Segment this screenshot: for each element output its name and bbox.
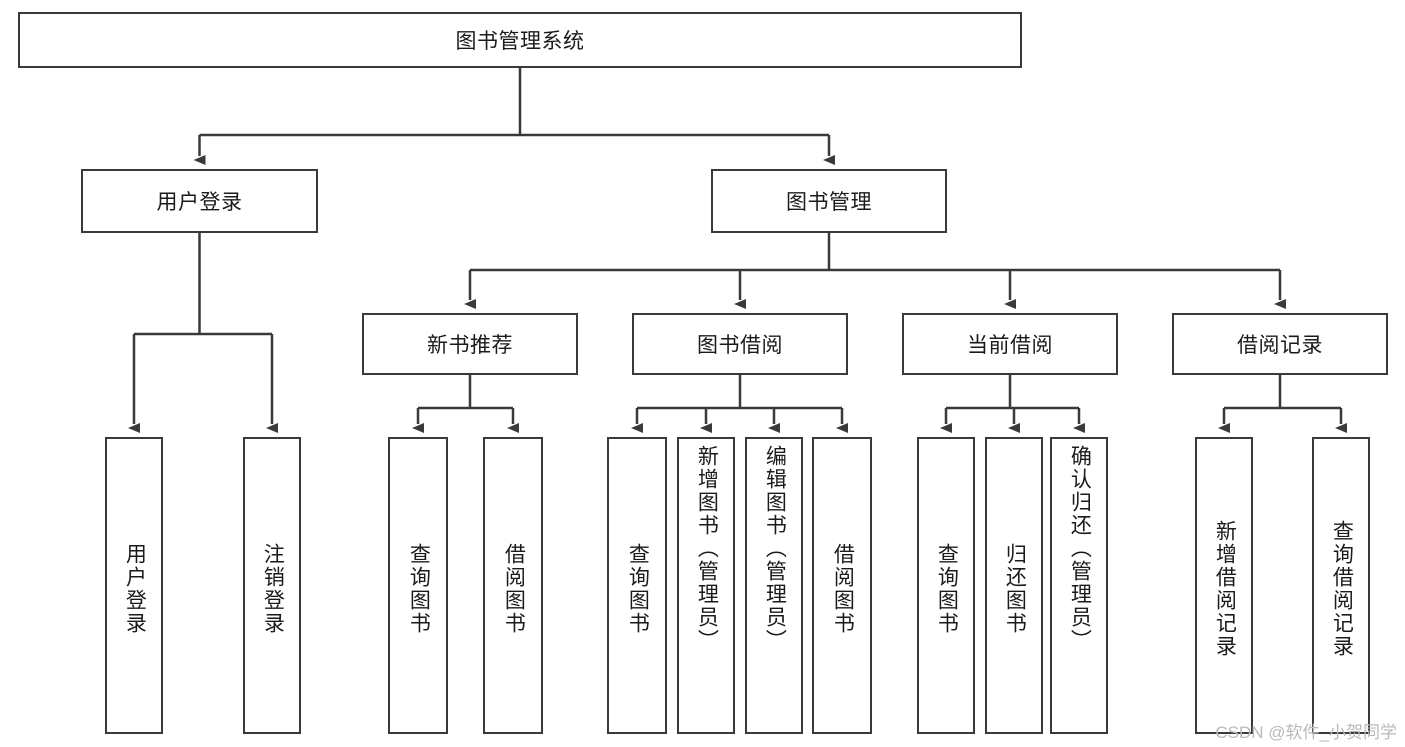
node-leaf[interactable]: 查询图书	[607, 437, 667, 734]
node-level2[interactable]: 用户登录	[81, 169, 318, 233]
node-leaf[interactable]: 新增借阅记录	[1195, 437, 1253, 734]
node-leaf[interactable]: 查询图书	[917, 437, 975, 734]
node-label-vertical: 用户登录	[123, 542, 147, 635]
node-label: 图书管理	[786, 191, 872, 214]
node-label-vertical: 查询图书	[407, 542, 431, 635]
node-label: 图书借阅	[697, 334, 783, 357]
node-label-vertical: 注销登录	[261, 542, 285, 635]
node-label-vertical: 新增借阅记录	[1213, 519, 1237, 658]
node-level3[interactable]: 图书借阅	[632, 313, 848, 375]
node-label-vertical: 新增图书（管理员）	[695, 445, 719, 652]
node-leaf[interactable]: 借阅图书	[812, 437, 872, 734]
node-level2[interactable]: 图书管理	[711, 169, 947, 233]
node-label-vertical: 查询图书	[935, 542, 959, 635]
node-leaf[interactable]: 新增图书（管理员）	[677, 437, 735, 734]
node-label-vertical: 借阅图书	[831, 542, 855, 635]
node-label: 新书推荐	[427, 334, 513, 357]
node-label-vertical: 编辑图书（管理员）	[763, 445, 787, 652]
node-root-图书管理系统[interactable]: 图书管理系统	[18, 12, 1022, 68]
node-level3[interactable]: 当前借阅	[902, 313, 1118, 375]
node-leaf[interactable]: 编辑图书（管理员）	[745, 437, 803, 734]
node-label-vertical: 查询借阅记录	[1330, 519, 1354, 658]
node-label: 借阅记录	[1237, 334, 1323, 357]
node-leaf[interactable]: 用户登录	[105, 437, 163, 734]
node-leaf[interactable]: 归还图书	[985, 437, 1043, 734]
node-label-vertical: 借阅图书	[502, 542, 526, 635]
node-label: 图书管理系统	[455, 30, 585, 53]
node-level3[interactable]: 借阅记录	[1172, 313, 1388, 375]
node-leaf[interactable]: 注销登录	[243, 437, 301, 734]
node-leaf[interactable]: 查询借阅记录	[1312, 437, 1370, 734]
node-label: 用户登录	[156, 191, 243, 214]
node-label-vertical: 查询图书	[626, 542, 650, 635]
node-level3[interactable]: 新书推荐	[362, 313, 578, 375]
node-leaf[interactable]: 查询图书	[388, 437, 448, 734]
node-label: 当前借阅	[967, 334, 1053, 357]
node-label-vertical: 归还图书	[1003, 542, 1027, 635]
node-leaf[interactable]: 借阅图书	[483, 437, 543, 734]
node-leaf[interactable]: 确认归还（管理员）	[1050, 437, 1108, 734]
node-label-vertical: 确认归还（管理员）	[1068, 445, 1092, 652]
